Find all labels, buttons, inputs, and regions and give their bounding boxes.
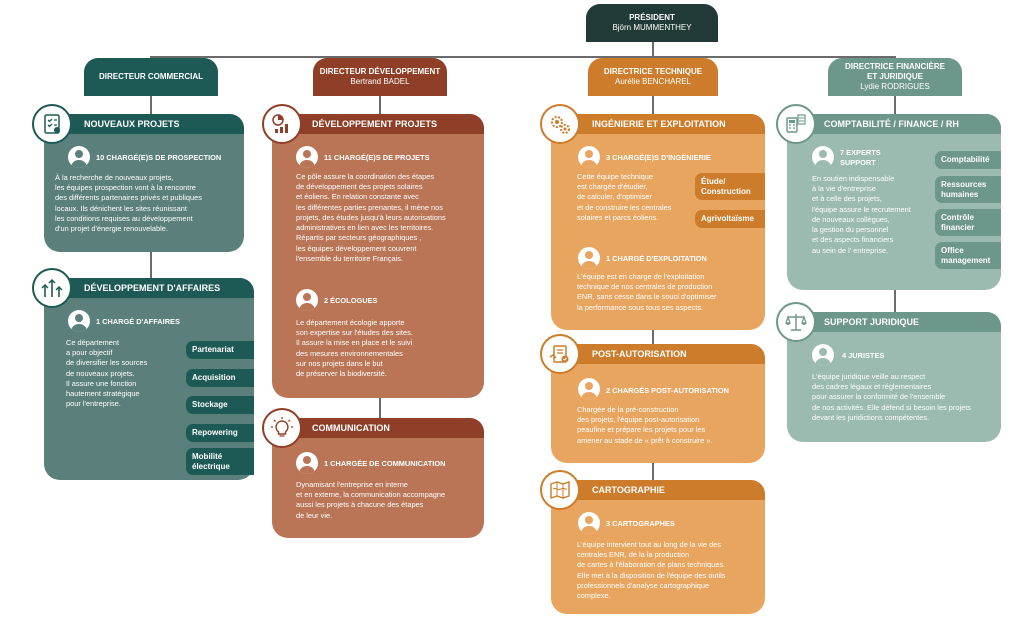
tag-office-management: Office management <box>935 242 1001 270</box>
section-title-comptabilite: COMPTABILITÉ / FINANCE / RH <box>806 114 1001 134</box>
section-title-text: NOUVEAUX PROJETS <box>84 119 180 129</box>
role-title: 1 CHARGÉ D'EXPLOITATION <box>606 254 707 263</box>
section-title-text: DÉVELOPPEMENT D'AFFAIRES <box>84 283 221 293</box>
role-title: 10 CHARGÉ(E)S DE PROSPECTION <box>96 153 222 162</box>
section-title-text: POST-AUTORISATION <box>592 349 687 359</box>
tag-repowering: Repowering <box>186 424 254 442</box>
role-title: 3 CHARGÉ(E)S D'INGÉNIERIE <box>606 153 711 162</box>
director-title: DIRECTRICE FINANCIÈRE ET JURIDIQUE <box>844 62 945 81</box>
section-title-cartographie: CARTOGRAPHIE <box>572 480 765 500</box>
role-title: 1 CHARGÉ D'AFFAIRES <box>96 317 180 326</box>
tag-mobilite-electrique: Mobilité électrique <box>186 448 254 476</box>
role-description: L'équipe juridique veille au respect des… <box>812 372 971 422</box>
scales-icon <box>776 302 816 342</box>
tag-acquisition: Acquisition <box>186 369 254 387</box>
role-description: Ce pôle assure la coordination des étape… <box>296 172 446 263</box>
role-title: 7 EXPERTS SUPPORT <box>840 148 881 167</box>
section-title-communication: COMMUNICATION <box>292 418 484 438</box>
person-icon <box>296 289 318 311</box>
director-title: DIRECTEUR DÉVELOPPEMENT <box>319 67 441 76</box>
director-title: DIRECTRICE TECHNIQUE <box>603 67 703 76</box>
role-title: 1 CHARGÉE DE COMMUNICATION <box>324 459 446 468</box>
tag-agrivoltaisme: Agrivoltaïsme <box>695 210 765 228</box>
person-icon <box>68 310 90 332</box>
role-description: À la recherche de nouveaux projets, les … <box>55 173 202 234</box>
section-card-developpement-projets <box>272 134 484 398</box>
director-commercial: DIRECTEUR COMMERCIAL <box>84 58 218 96</box>
section-title-text: CARTOGRAPHIE <box>592 485 665 495</box>
director-finance: DIRECTRICE FINANCIÈRE ET JURIDIQUE Lydie… <box>828 58 962 96</box>
role-description: L'équipe est en charge de l'exploitation… <box>577 272 717 312</box>
section-title-nouveaux-projets: NOUVEAUX PROJETS <box>64 114 244 134</box>
connector-president <box>652 42 654 57</box>
person-icon <box>578 512 600 534</box>
section-title-text: COMMUNICATION <box>312 423 390 433</box>
connector-np-da <box>150 252 152 280</box>
tag-ressources-humaines: Ressources humaines <box>935 176 1001 204</box>
tag-stockage: Stockage <box>186 396 254 414</box>
role-title: 11 CHARGÉ(E)S DE PROJETS <box>324 153 430 162</box>
role-description: Cette équipe technique est chargée d'étu… <box>577 172 672 222</box>
section-title-developpement-projets: DÉVELOPPEMENT PROJETS <box>292 114 484 134</box>
section-title-text: DÉVELOPPEMENT PROJETS <box>312 119 438 129</box>
approved-document-icon <box>540 334 580 374</box>
lightbulb-icon <box>262 408 302 448</box>
director-name: Lydie RODRIGUES <box>860 82 930 91</box>
tag-controle-financier: Contrôle financier <box>935 209 1001 237</box>
person-icon <box>812 344 834 366</box>
director-name: Aurélie BENCHAREL <box>614 77 692 86</box>
section-title-developpement-affaires: DÉVELOPPEMENT D'AFFAIRES <box>64 278 254 298</box>
person-icon <box>578 247 600 269</box>
development-chart-icon <box>262 104 302 144</box>
role-title: 2 ÉCOLOGUES <box>324 296 378 305</box>
section-title-post-autorisation: POST-AUTORISATION <box>572 344 765 364</box>
person-icon <box>578 146 600 168</box>
role-title: 2 CHARGÉS POST-AUTORISATION <box>606 386 729 395</box>
section-title-support-juridique: SUPPORT JURIDIQUE <box>806 312 1001 332</box>
president-title: PRÉSIDENT <box>629 13 675 22</box>
tag-comptabilite: Comptabilité <box>935 151 1001 169</box>
person-icon <box>812 146 834 168</box>
role-description: L'équipe intervient tout au long de la v… <box>577 540 726 601</box>
role-title: 3 CARTOGRAPHES <box>606 519 675 528</box>
section-title-ingenierie: INGÉNIERIE ET EXPLOITATION <box>572 114 765 134</box>
map-icon <box>540 470 580 510</box>
role-description: Ce département a pour objectif de divers… <box>66 338 148 409</box>
section-title-text: COMPTABILITÉ / FINANCE / RH <box>824 119 959 129</box>
director-technical: DIRECTRICE TECHNIQUE Aurélie BENCHAREL <box>588 58 718 96</box>
director-development: DIRECTEUR DÉVELOPPEMENT Bertrand BADEL <box>313 58 447 96</box>
role-description: Chargée de la pré-construction des proje… <box>577 405 713 445</box>
president-name: Björn MUMMENTHEY <box>612 23 692 32</box>
director-title: DIRECTEUR COMMERCIAL <box>99 72 203 81</box>
tag-partenariat: Partenariat <box>186 341 254 359</box>
person-icon <box>296 452 318 474</box>
connector-main-horizontal <box>150 56 895 58</box>
gears-icon <box>540 104 580 144</box>
role-description: En soutien indispensable à la vie d'entr… <box>812 174 911 255</box>
person-icon <box>68 146 90 168</box>
person-icon <box>296 146 318 168</box>
role-description: Dynamisant l'entreprise en interne et en… <box>296 480 446 520</box>
growth-arrows-icon <box>32 268 72 308</box>
role-description: Le département écologie apporte son expe… <box>296 318 413 379</box>
tag-etude-construction: Étude/ Construction <box>695 173 765 201</box>
role-title: 4 JURISTES <box>842 351 885 360</box>
checklist-icon <box>32 104 72 144</box>
director-name: Bertrand BADEL <box>350 77 410 86</box>
president-box: PRÉSIDENT Björn MUMMENTHEY <box>586 4 718 42</box>
person-icon <box>578 378 600 400</box>
section-title-text: SUPPORT JURIDIQUE <box>824 317 920 327</box>
section-title-text: INGÉNIERIE ET EXPLOITATION <box>592 119 726 129</box>
calculator-icon <box>776 104 816 144</box>
